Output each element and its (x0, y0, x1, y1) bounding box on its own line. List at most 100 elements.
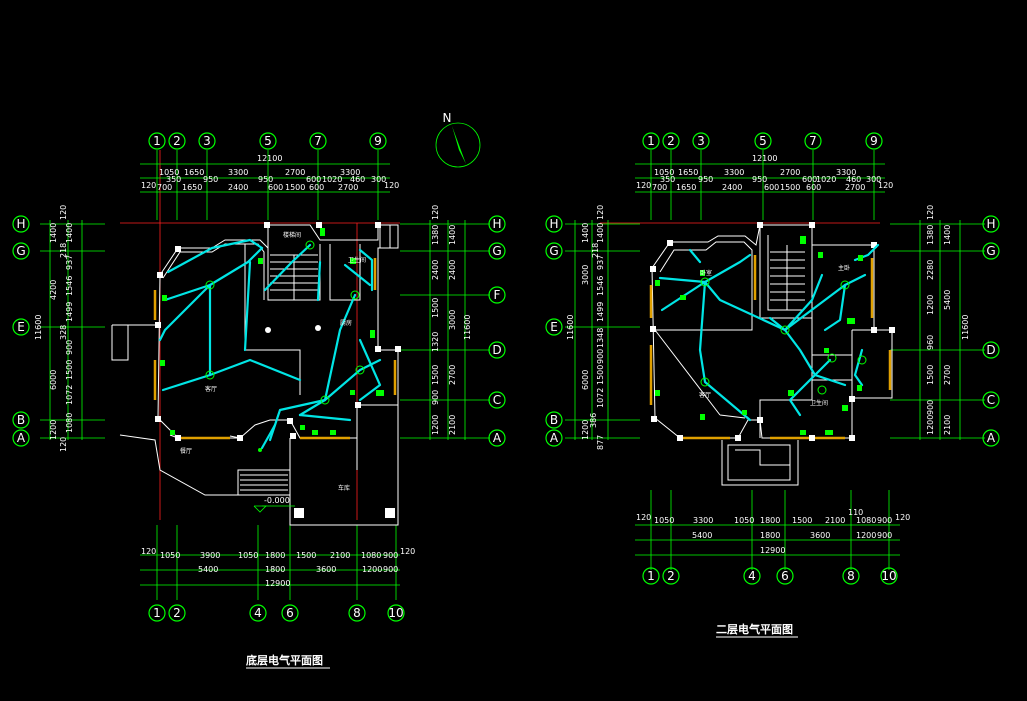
dim: 2700 (448, 365, 457, 385)
floor1-left-dims: 1400 4200 11600 6000 1200 120 1400 218 9… (34, 205, 74, 452)
dim: 900 (596, 349, 605, 364)
axis-label: 8 (353, 606, 361, 620)
axis-label: 1 (647, 569, 655, 583)
axis-label: A (987, 431, 996, 445)
dim: 1050 (734, 516, 754, 525)
axis-label: 7 (809, 134, 817, 148)
axis-label: 1 (647, 134, 655, 148)
room-label: 客厅 (205, 385, 217, 393)
dim: 950 (698, 175, 713, 184)
dim: 900 (926, 400, 935, 415)
dim: 1200 (926, 295, 935, 315)
dim: 2700 (780, 168, 800, 177)
floor1-right-dims: 120 1380 2400 1500 1320 1500 900 1200 14… (431, 205, 472, 435)
dim: 110 (848, 508, 863, 517)
floor1-plan: 楼梯间 客厅 餐厅 厨房 卫生间 车库 -0.000 1 2 3 5 7 9 1… (12, 132, 506, 669)
axis-label: 2 (173, 134, 181, 148)
dim: 1380 (431, 225, 440, 245)
dim: 386 (589, 413, 598, 428)
floor2-walls (651, 224, 893, 486)
dim: 1200 (856, 531, 876, 540)
dim: 3300 (724, 168, 744, 177)
dim: 3300 (340, 168, 360, 177)
dim: 1500 (285, 183, 305, 192)
floor2-top-axes: 1 2 3 5 7 9 (642, 132, 883, 150)
dim: 900 (65, 340, 74, 355)
dim: 1200 (926, 415, 935, 435)
axis-label: D (986, 343, 995, 357)
dim: 600 (309, 183, 324, 192)
floor2-stairs (770, 245, 805, 310)
dim: 1800 (760, 531, 780, 540)
axis-label: E (550, 320, 558, 334)
dim: 1320 (431, 332, 440, 352)
dim: 1400 (49, 223, 58, 243)
dim: 1800 (265, 565, 285, 574)
dim: 700 (652, 183, 667, 192)
dim: 600 (806, 183, 821, 192)
dim: 120 (431, 205, 440, 220)
dim: 218 (591, 243, 600, 258)
dim: 1050 (238, 551, 258, 560)
dim: 3300 (836, 168, 856, 177)
elevation-marker: -0.000 (253, 496, 295, 513)
dim: 120 (384, 181, 399, 190)
dim: 2400 (722, 183, 742, 192)
dim: 120 (59, 437, 68, 452)
room-label: 主卧 (838, 264, 850, 272)
axis-label: D (492, 343, 501, 357)
floor2-devices (655, 236, 867, 435)
dim: 1500 (65, 360, 74, 380)
dim: 120 (895, 513, 910, 522)
dim: 1080 (856, 516, 876, 525)
dim: 1200 (49, 420, 58, 440)
dim: 120 (926, 205, 935, 220)
axis-label: 3 (203, 134, 211, 148)
dim: 937 (65, 255, 74, 270)
axis-label: 6 (781, 569, 789, 583)
dim: 600 (268, 183, 283, 192)
floor1-columns (155, 222, 401, 518)
dim: 2400 (448, 260, 457, 280)
room-label: 厨房 (340, 319, 352, 327)
room-label: 餐厅 (180, 447, 192, 455)
dim: 1200 (581, 420, 590, 440)
dim: 2280 (926, 260, 935, 280)
room-label: 卫生间 (348, 256, 366, 264)
axis-label: F (494, 288, 501, 302)
dim: 3900 (200, 551, 220, 560)
floor1-bottom-dims: 120 1050 3900 1050 1800 1500 2100 1080 9… (141, 547, 415, 588)
axis-label: E (17, 320, 25, 334)
dim: 1200 (362, 565, 382, 574)
dim: 120 (59, 205, 68, 220)
floor1-top-axes: 1 2 3 5 7 9 (148, 132, 387, 150)
dim: 460 (846, 175, 861, 184)
axis-label: 1 (153, 606, 161, 620)
dim: 1072 (65, 385, 74, 405)
dim: 1650 (184, 168, 204, 177)
axis-label: 9 (870, 134, 878, 148)
floor2-right-dims: 120 1380 2280 1200 960 1500 900 1200 140… (926, 205, 970, 435)
axis-label: 2 (667, 569, 675, 583)
floor2-top-dims: 12100 120 1050 1650 3300 2700 3300 120 3… (636, 154, 893, 192)
dim: 1500 (431, 365, 440, 385)
axis-label: G (492, 244, 501, 258)
dim: 11600 (34, 315, 43, 340)
dim: 2700 (338, 183, 358, 192)
dim: 5400 (692, 531, 712, 540)
axis-label: A (550, 431, 559, 445)
axis-label: 4 (748, 569, 756, 583)
axis-label: 4 (254, 606, 262, 620)
dim: 11600 (463, 315, 472, 340)
floor1-stairs (270, 254, 318, 300)
axis-label: 10 (388, 606, 403, 620)
room-label: 卫生间 (810, 399, 828, 407)
axis-label: 10 (881, 569, 896, 583)
dim: 3600 (316, 565, 336, 574)
dim: 1050 (160, 551, 180, 560)
dim: 950 (203, 175, 218, 184)
axis-label: 8 (847, 569, 855, 583)
dim: 4200 (49, 280, 58, 300)
axis-label: G (549, 244, 558, 258)
axis-label: G (16, 244, 25, 258)
